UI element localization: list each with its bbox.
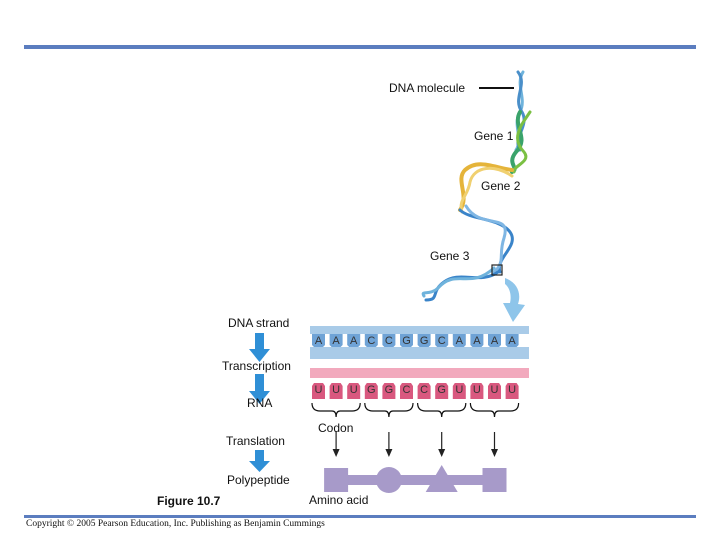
dna-base-tooth [488,334,501,347]
codon-brace [469,402,520,418]
codon-arrow-head [385,449,393,457]
dna-base-letter: A [315,335,323,347]
rna-base-letter: U [332,384,340,396]
codon-brace [311,402,361,418]
rna-base-tooth [329,383,343,399]
rna-base-tooth [505,383,519,399]
dna-base-letter: A [508,335,516,347]
transcription-label: Transcription [222,359,291,373]
dna-base-letter: G [402,335,411,347]
polypeptide-label: Polypeptide [227,473,290,487]
dna-base-letter: A [473,335,481,347]
rna-base-letter: U [455,384,463,396]
zoom-arrow [503,278,525,322]
rna-base-letter: G [385,384,394,396]
rna-base-letter: U [315,384,323,396]
dna-base-letter: A [491,335,499,347]
dna-base-letter: A [332,335,340,347]
polypeptide-chain [324,465,507,493]
rna-base-tooth [417,383,431,399]
rna-base-letter: U [491,384,499,396]
copyright-notice: Copyright © 2005 Pearson Education, Inc.… [26,519,325,529]
dna-base-letter: C [385,335,393,347]
polypeptide-arrow [249,450,270,472]
codon-to-amino-arrows [332,432,498,457]
amino-acid-circle [375,467,402,493]
gene1-label: Gene 1 [474,129,514,143]
top-rule [24,45,696,49]
rna-base-tooth [488,383,501,399]
bottom-rule [24,515,696,518]
rna-base-letter: C [403,384,411,396]
dna-base-tooth [347,334,361,347]
rna-base-letter: U [508,384,516,396]
polypeptide-backbone [336,475,495,485]
rna-base-tooth [400,383,413,399]
rna-base-letter: C [420,384,428,396]
dna-base-tooth [382,334,396,347]
dna-base-letter: A [456,335,464,347]
codon-label: Codon [318,421,354,435]
dna-molecule-label: DNA molecule [389,81,466,95]
dna-base-tooth [364,334,378,347]
process-arrows [249,333,270,472]
codon-arrow-head [332,449,340,457]
dna-base-letter: A [350,335,358,347]
dna-base-letter: G [420,335,429,347]
gene3-label: Gene 3 [430,249,470,263]
amino-acid-label: Amino acid [309,493,369,507]
dna-base-letter: C [438,335,446,347]
dna-base-tooth [470,334,484,347]
rna-base-letter: G [367,384,376,396]
rna-base-tooth [364,383,378,399]
translation-arrow [249,374,270,404]
rna-base-tooth [470,383,484,399]
codon-arrow-head [438,449,446,457]
dna-base-tooth [435,334,449,347]
rna-base-letter: U [473,384,481,396]
codon-arrow-head [491,449,498,457]
helix-gene3 [424,270,500,302]
figure-caption: Figure 10.7 [157,494,221,508]
rna-base-letter: U [350,384,358,396]
rna-base-tooth [452,383,466,399]
amino-acid-square [482,468,507,492]
amino-acid-triangle [425,465,458,492]
dna-base-tooth [417,334,431,347]
dna-strand-label: DNA strand [228,316,290,330]
rna-base-tooth [312,383,325,399]
dna-base-tooth [400,334,413,347]
dna-base-tooth [505,334,519,347]
transcription-arrow [249,333,270,362]
rna-label: RNA [247,396,273,410]
amino-acid-square [324,468,349,492]
gene3-highlight-box [491,264,503,276]
rna-base-tooth [382,383,396,399]
rna-base-tooth [347,383,361,399]
translation-label: Translation [226,434,285,448]
rna-base-tooth [435,383,449,399]
codon-brace [417,402,467,418]
dna-base-tooth [312,334,325,347]
dna-base-letter: C [367,335,375,347]
dna-base-tooth [329,334,343,347]
dna-base-tooth [452,334,466,347]
codon-brace [364,402,414,418]
dna-helix [421,70,532,302]
gene2-label: Gene 2 [481,179,521,193]
codon-braces [311,402,520,418]
rna-base-letter: G [437,384,446,396]
